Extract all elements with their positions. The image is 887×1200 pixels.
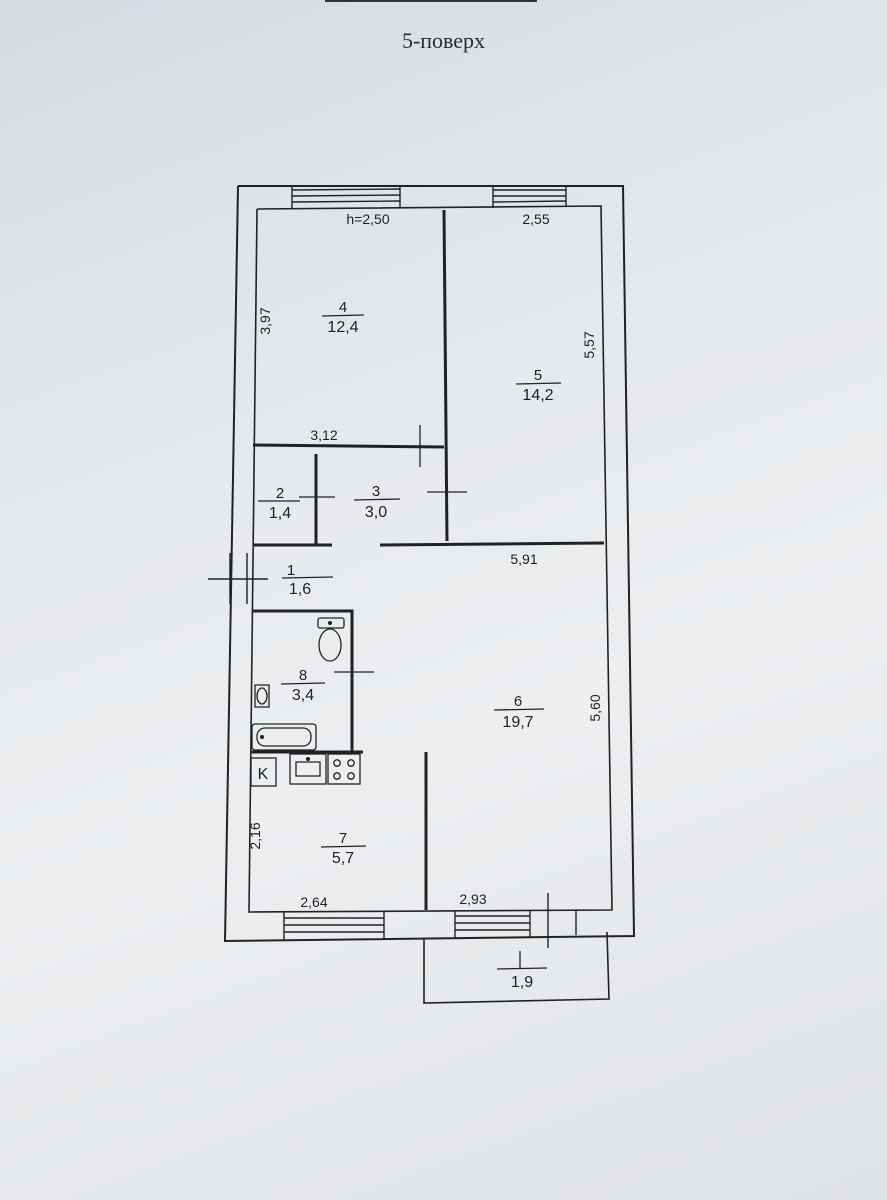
- stove-icon: [327, 753, 361, 785]
- dim-kitchen-width: 2,64: [300, 894, 327, 910]
- kitchen-marker: K: [258, 766, 269, 783]
- balcony-door: [547, 893, 577, 948]
- room-area: 19,7: [502, 714, 533, 731]
- room-area: 1,6: [289, 581, 311, 598]
- floor-title: 5-поверх: [401, 28, 486, 53]
- dim-room6-bottom: 2,93: [459, 891, 486, 907]
- dim-kitchen-depth: 2,16: [247, 822, 263, 849]
- room-number: 5: [534, 367, 542, 384]
- top-rule-line: [325, 0, 537, 2]
- room-area: 12,4: [327, 319, 358, 336]
- window-bottom-right: [454, 911, 531, 938]
- room-number: 6: [514, 693, 522, 710]
- entry-door: [208, 553, 268, 604]
- room-area: 1,9: [511, 974, 533, 991]
- room-area: 14,2: [522, 387, 553, 404]
- window-top-right: [492, 186, 567, 208]
- room-number: 8: [299, 667, 307, 684]
- bathtub-icon: [251, 723, 317, 751]
- ceiling-height-label: h=2,50: [346, 211, 389, 227]
- room-label-balcony: 1,9: [496, 951, 548, 991]
- door-ticks: [299, 425, 467, 673]
- room-label-6: 6 19,7: [493, 693, 545, 731]
- room-number: 7: [339, 830, 347, 847]
- interior-walls: [250, 209, 605, 910]
- dim-room6-depth: 5,60: [587, 694, 603, 721]
- dim-room4-depth: 3,97: [257, 307, 273, 334]
- room-area: 3,4: [292, 687, 314, 704]
- sink-icon: [254, 684, 270, 708]
- room-label-5: 5 14,2: [515, 367, 562, 404]
- room-label-8: 8 3,4: [280, 667, 326, 704]
- room-number: 3: [372, 483, 380, 500]
- room-area: 1,4: [269, 505, 291, 522]
- room-number: 1: [287, 562, 295, 579]
- outer-wall: [223, 185, 636, 943]
- dim-room4-bottom: 3,12: [310, 427, 337, 443]
- window-bottom-left: [283, 912, 385, 940]
- inner-wall-outline: [248, 205, 613, 913]
- window-top-left: [291, 186, 401, 209]
- room-area: 5,7: [332, 850, 354, 867]
- room-label-2: 2 1,4: [258, 485, 300, 522]
- balcony-outline: [423, 931, 610, 1004]
- dim-room4-width: 2,55: [522, 211, 549, 227]
- room-label-3: 3 3,0: [353, 483, 401, 521]
- room-label-1: 1 1,6: [281, 562, 334, 598]
- toilet-icon: [317, 617, 345, 662]
- room-number: 2: [276, 485, 284, 502]
- room-area: 3,0: [365, 504, 387, 521]
- kitchen-box: [250, 757, 277, 787]
- room-label-4: 4 12,4: [321, 299, 365, 336]
- kitchen-sink-icon: [289, 753, 327, 785]
- dim-room5-depth: 5,57: [581, 331, 597, 358]
- room-label-7: 7 5,7: [320, 830, 367, 867]
- room-number: 4: [339, 299, 347, 316]
- dim-room6-top: 5,91: [510, 551, 537, 567]
